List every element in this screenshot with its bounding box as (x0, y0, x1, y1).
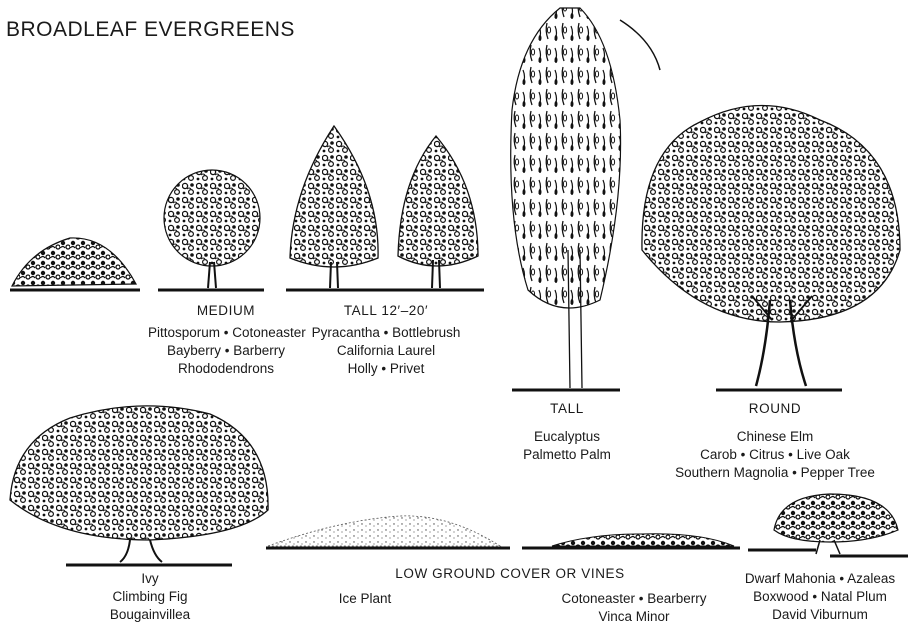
tall-tree-drawing (511, 8, 660, 390)
tall-group: TALL Eucalyptus Palmetto Palm (512, 400, 622, 464)
dwarf-group: Dwarf Mahonia • Azaleas Boxwood • Natal … (730, 570, 910, 624)
medium-heading: MEDIUM (148, 302, 304, 320)
vine-shrub-drawing (10, 406, 268, 565)
tall-12-20-line: Pyracantha • Bottlebrush (298, 324, 474, 342)
medium-shrub-drawing (158, 170, 264, 290)
dwarf-line: Dwarf Mahonia • Azaleas (730, 570, 910, 588)
round-line: Chinese Elm (650, 428, 900, 446)
vines-line: Bougainvillea (80, 606, 220, 624)
tall-12-20-heading: TALL 12′–20′ (298, 302, 474, 320)
low-ground-cover-heading: LOW GROUND COVER OR VINES (360, 565, 660, 583)
round-line: Southern Magnolia • Pepper Tree (650, 464, 900, 482)
ice-plant-group: Ice Plant (310, 590, 420, 608)
dwarf-line: Boxwood • Natal Plum (730, 588, 910, 606)
dwarf-shrub-drawing (748, 494, 908, 556)
ice-plant-drawing (266, 516, 510, 548)
cotoneaster-line: Cotoneaster • Bearberry (536, 590, 732, 608)
round-heading: ROUND (650, 400, 900, 418)
tall-line: Eucalyptus (512, 428, 622, 446)
tall-12-20-line: Holly • Privet (298, 360, 474, 378)
round-group: ROUND Chinese Elm Carob • Citrus • Live … (650, 400, 900, 482)
vines-group: Ivy Climbing Fig Bougainvillea (80, 570, 220, 624)
round-line: Carob • Citrus • Live Oak (650, 446, 900, 464)
medium-line: Pittosporum • Cotoneaster (148, 324, 304, 342)
round-tree-drawing (642, 105, 900, 390)
vines-line: Climbing Fig (80, 588, 220, 606)
vines-line: Ivy (80, 570, 220, 588)
tall-12-20-group: TALL 12′–20′ Pyracantha • Bottlebrush Ca… (298, 302, 474, 378)
dwarf-line: David Viburnum (730, 606, 910, 624)
cotoneaster-line: Vinca Minor (536, 608, 732, 626)
cotoneaster-group: Cotoneaster • Bearberry Vinca Minor (536, 590, 732, 626)
cotoneaster-cover-drawing (522, 534, 740, 548)
tall-heading: TALL (512, 400, 622, 418)
medium-line: Rhododendrons (148, 360, 304, 378)
tall-line: Palmetto Palm (512, 446, 622, 464)
low-shrub-drawing (10, 238, 140, 290)
medium-group: MEDIUM Pittosporum • Cotoneaster Bayberr… (148, 302, 304, 378)
tall-12-20-line: California Laurel (298, 342, 474, 360)
tall-12-20-trees-drawing (286, 126, 484, 290)
ice-plant-line: Ice Plant (310, 590, 420, 608)
medium-line: Bayberry • Barberry (148, 342, 304, 360)
